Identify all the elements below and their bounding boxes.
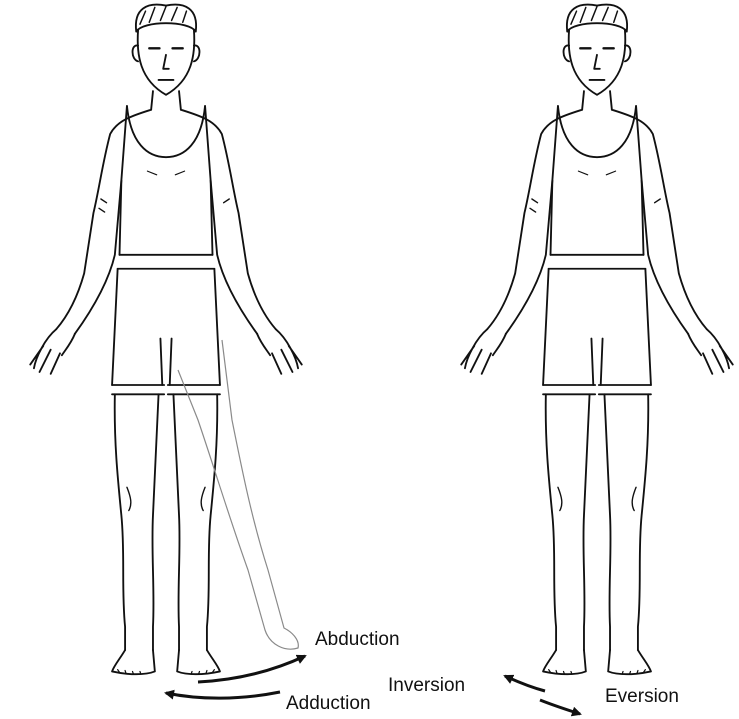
- ghost-leg: [178, 340, 298, 649]
- figure-hip-abduction-adduction: [30, 5, 305, 699]
- abduction-label: Abduction: [315, 630, 400, 649]
- eversion-arrow: [540, 700, 580, 714]
- adduction-arrow: [166, 692, 280, 698]
- figure-foot-inversion-eversion: [461, 5, 733, 714]
- inversion-arrow: [505, 676, 545, 691]
- adduction-label: Adduction: [286, 694, 371, 713]
- inversion-label: Inversion: [388, 676, 465, 695]
- eversion-label: Eversion: [605, 687, 679, 706]
